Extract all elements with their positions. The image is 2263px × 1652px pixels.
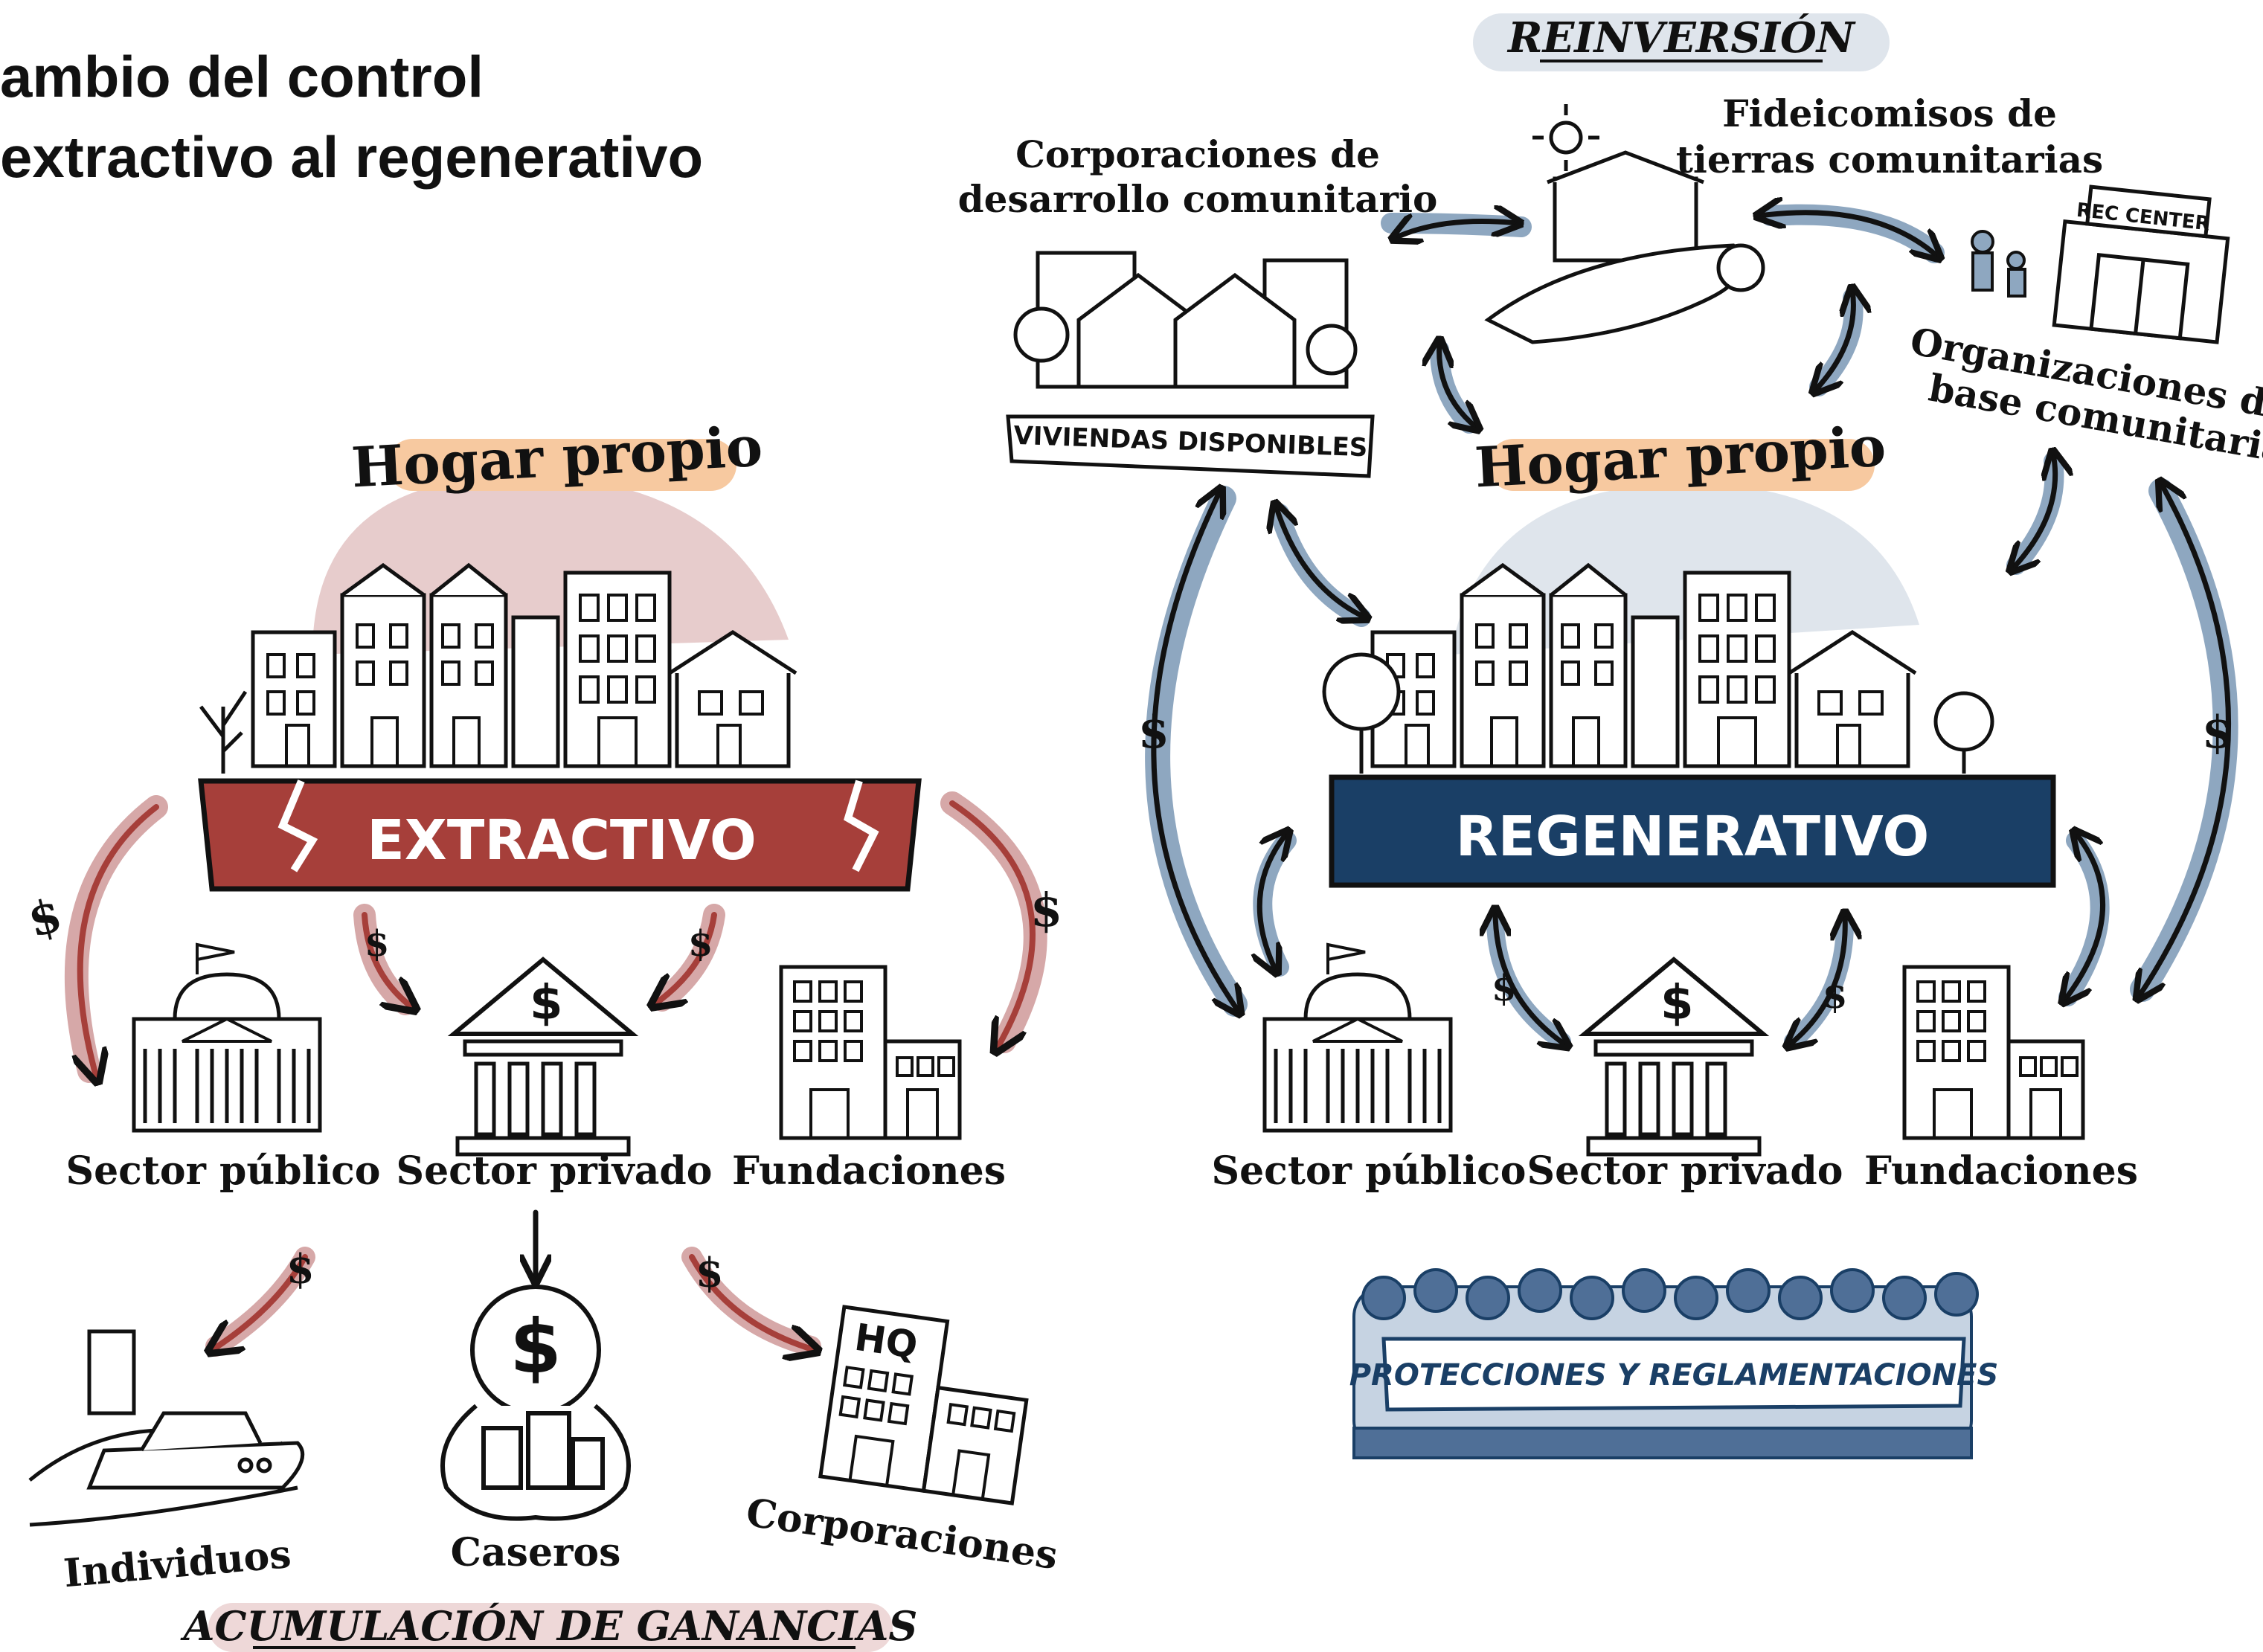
regenerative-panel: REINVERSIÓN Corporaciones de desarrollo … xyxy=(958,13,2263,1459)
extractive-panel: Hogar propio EXTRACTIVO $ $ $ $ xyxy=(22,415,1062,1652)
hq-building-icon: HQ xyxy=(818,1305,1029,1505)
right-sector-privado: Sector privado xyxy=(1527,1148,1843,1194)
title-line-2: extractivo al regenerativo xyxy=(0,124,703,190)
left-flow-arrows xyxy=(64,791,1047,1079)
right-capitol-icon xyxy=(1265,945,1451,1131)
family-icon xyxy=(1971,230,2026,298)
extractive-label: EXTRACTIVO xyxy=(367,809,757,872)
protections-label: PROTECCIONES Y REGLAMENTACIONES xyxy=(1349,1358,1999,1392)
right-tree-icon xyxy=(1322,652,1994,774)
right-sector-publico: Sector público xyxy=(1212,1148,1527,1194)
right-reinvestment-arrows xyxy=(1145,213,2238,1045)
dollar-sign: $ xyxy=(1030,883,1062,937)
right-hogar-highlight xyxy=(1488,439,1875,491)
left-caseros: Caseros xyxy=(451,1530,621,1575)
dollar-sign: $ xyxy=(286,1245,315,1293)
left-fundaciones: Fundaciones xyxy=(732,1148,1006,1194)
dollar-sign: $ xyxy=(696,1249,724,1296)
dollar-sign: $ xyxy=(1823,975,1847,1017)
cdc-houses-icon xyxy=(1013,251,1358,389)
reinversion-label: REINVERSIÓN xyxy=(1506,13,1856,62)
dollar-sign: $ xyxy=(1138,707,1169,759)
cdc-label-line-1: Corporaciones de xyxy=(1015,132,1380,176)
acumulacion-label: ACUMULACIÓN DE GANANCIAS xyxy=(180,1602,918,1650)
protections-banner xyxy=(1381,1337,1966,1412)
bank-dollar: $ xyxy=(530,976,563,1031)
money-bag-dollar: $ xyxy=(510,1303,562,1390)
title-line-1: ambio del control xyxy=(0,44,484,109)
left-individuos: Individuos xyxy=(62,1532,292,1596)
right-dollar-signs: $ $ $ $ xyxy=(1138,707,2233,1017)
right-bank-icon: $ xyxy=(1585,960,1763,1154)
left-crack-icon xyxy=(277,780,318,872)
left-profit-arrows xyxy=(212,1209,815,1350)
dollar-sign: $ xyxy=(22,887,68,948)
left-dollar-signs: $ $ $ $ xyxy=(22,883,1062,965)
dollar-sign: $ xyxy=(2202,707,2233,759)
dollar-sign: $ xyxy=(688,923,713,965)
dollar-sign: $ xyxy=(1492,968,1516,1009)
dollar-sign: $ xyxy=(365,923,389,965)
clt-label-line-1: Fideicomisos de xyxy=(1722,91,2057,135)
clt-label-line-2: tierras comunitarias xyxy=(1676,138,2103,181)
left-sector-publico: Sector público xyxy=(66,1148,381,1194)
reinversion-pill xyxy=(1473,13,1890,71)
right-fundaciones: Fundaciones xyxy=(1864,1148,2138,1194)
left-bank-icon: $ xyxy=(454,960,632,1154)
right-foundation-icon xyxy=(1904,967,2083,1138)
rec-center-icon xyxy=(2052,184,2230,344)
hq-label: HQ xyxy=(852,1316,920,1367)
bank-dollar: $ xyxy=(1660,976,1694,1031)
right-crack-icon xyxy=(844,780,879,872)
regenerative-label: REGENERATIVO xyxy=(1456,805,1930,869)
money-bag-icon xyxy=(440,1285,631,1521)
regenerative-banner xyxy=(1329,774,2056,888)
left-hogar-highlight xyxy=(387,439,736,491)
left-capitol-icon xyxy=(134,945,320,1131)
ganancias-pill xyxy=(208,1603,893,1652)
left-sector-privado: Sector privado xyxy=(397,1148,713,1194)
left-foundation-icon xyxy=(781,967,960,1138)
extractive-banner xyxy=(198,778,922,892)
left-dead-tree-icon xyxy=(199,690,248,774)
viviendas-banner xyxy=(1006,414,1375,478)
cdc-label-line-2: desarrollo comunitario xyxy=(958,177,1438,221)
yacht-icon xyxy=(28,1329,305,1527)
clt-farm-house-icon xyxy=(1484,104,1765,344)
